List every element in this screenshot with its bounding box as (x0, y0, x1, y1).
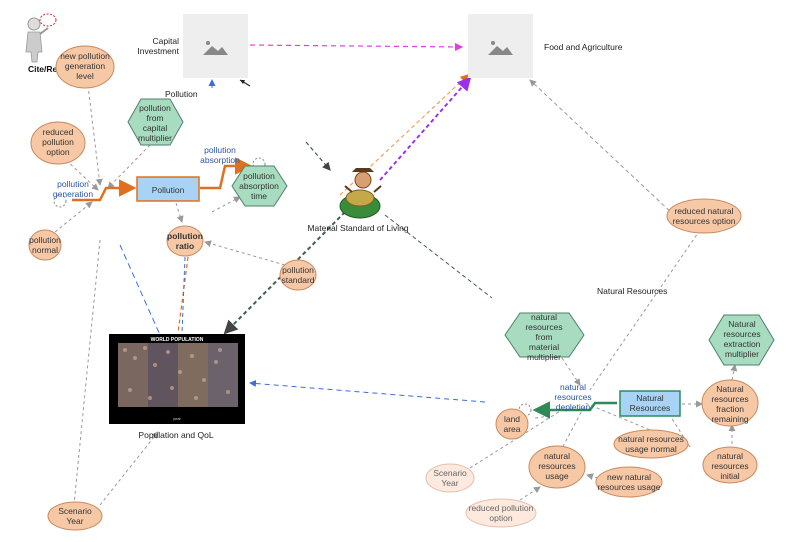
pollution-generation-flow[interactable] (53, 179, 137, 208)
connector-material-food-link (379, 76, 472, 181)
material-standard-label: Material Standard of Living (307, 223, 408, 233)
image-placeholder-icon (203, 41, 228, 55)
connector-pollution-blue (119, 244, 161, 336)
pollution-stock[interactable]: Pollution (136, 176, 200, 202)
world-population-image[interactable]: WORLD POPULATION year (109, 334, 245, 424)
cite-ref-label[interactable]: Cite/Ref (28, 64, 60, 74)
food-agriculture-module[interactable] (468, 14, 533, 78)
person-icon[interactable] (25, 13, 57, 63)
world-population-xlabel: year (173, 416, 181, 421)
food-agriculture-label: Food and Agriculture (544, 42, 623, 52)
pollution-stock-label: Pollution (152, 185, 185, 195)
pollution-module-label: Pollution (165, 89, 198, 99)
natural-resources-module-label: Natural Resources (597, 286, 667, 296)
population-module-label: Population and QoL (138, 430, 213, 440)
money-bag-person-icon (339, 168, 382, 219)
world-population-title: WORLD POPULATION (151, 337, 204, 343)
connector-to-material (305, 141, 331, 171)
capital-investment-module[interactable] (183, 14, 248, 78)
connectors (54, 42, 738, 506)
connector-natural-to-population (249, 379, 486, 403)
connector-capital-to-food (249, 42, 464, 52)
connector-material-to-natural (384, 214, 493, 299)
image-placeholder-icon (488, 41, 513, 55)
connector-food-natural (529, 79, 691, 231)
connector-pollution-ratio-to-pop (181, 256, 186, 334)
